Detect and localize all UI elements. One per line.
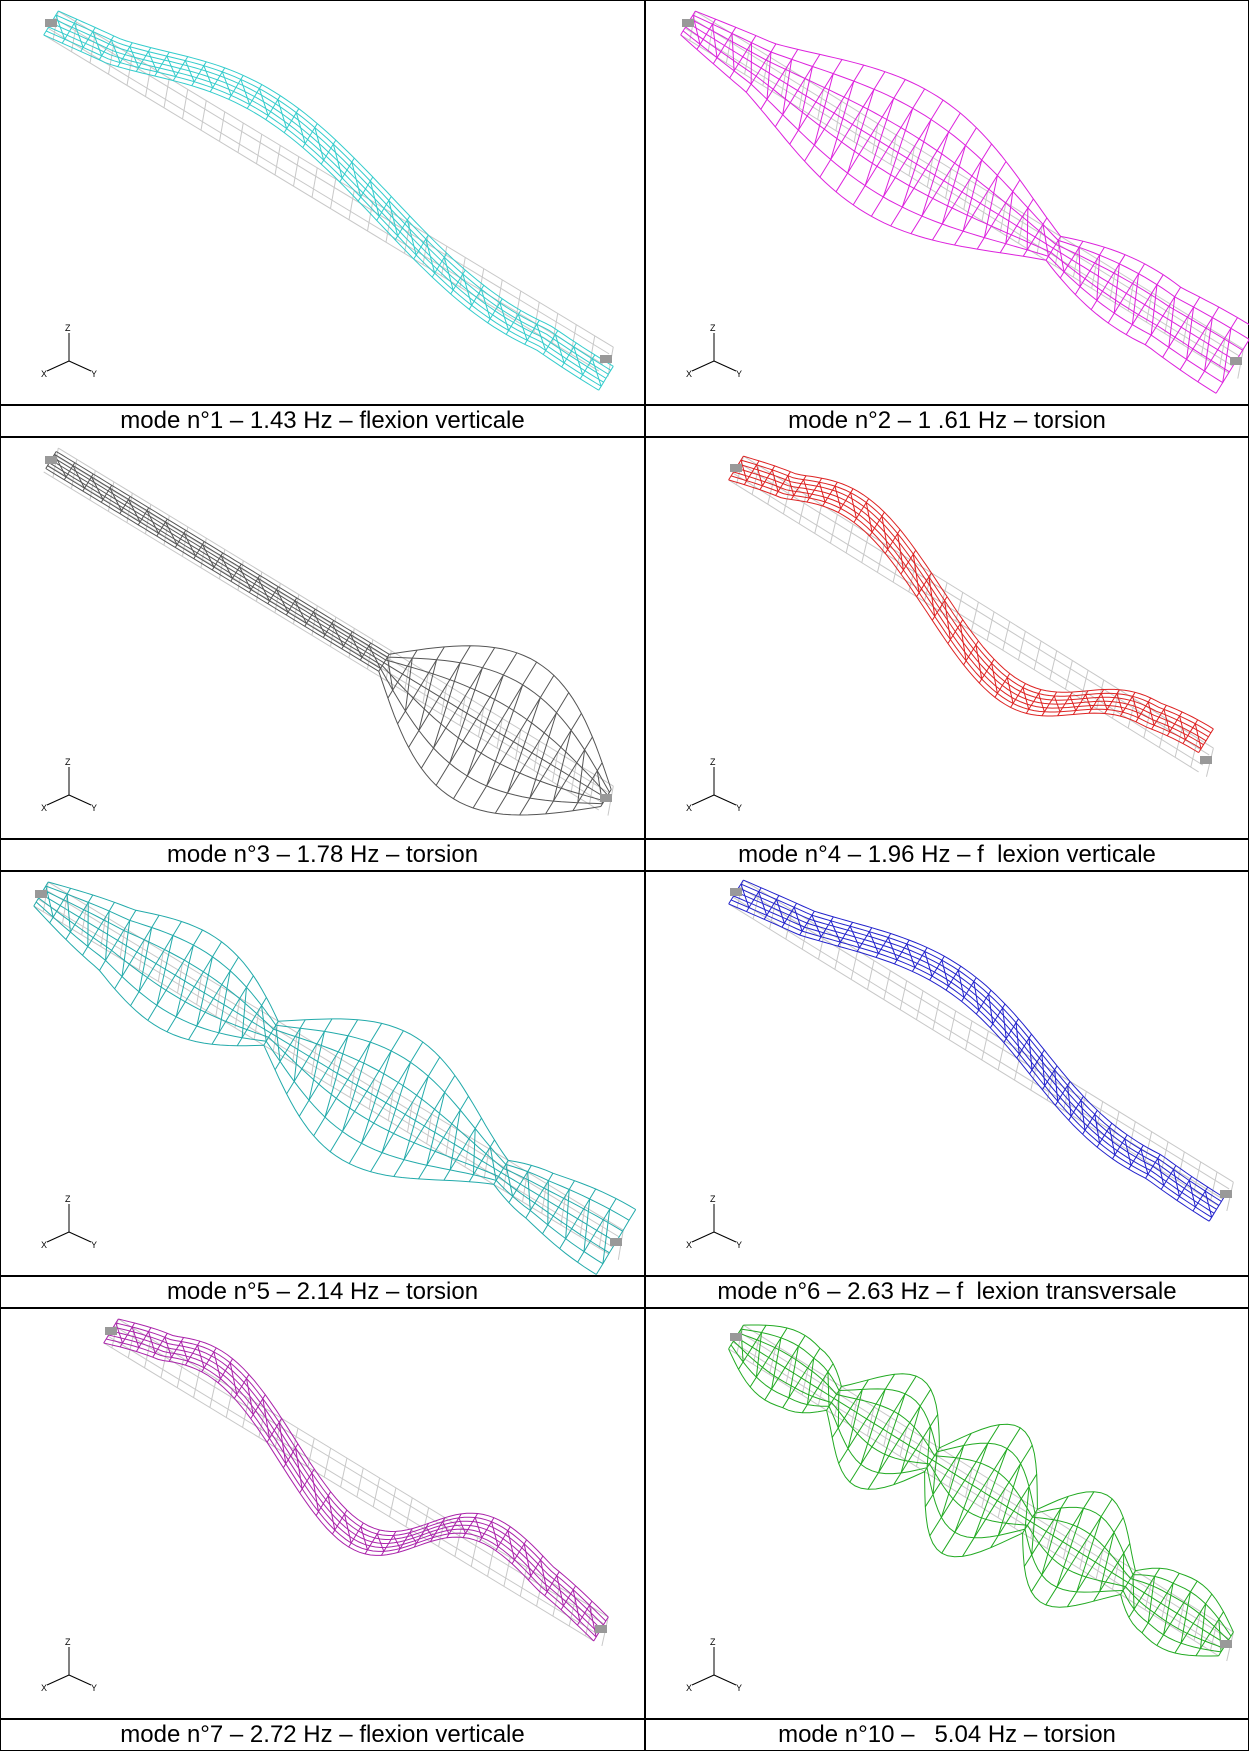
- support-markers: [35, 890, 622, 1246]
- axis-y-label: Y: [91, 369, 97, 379]
- axis-y-label: Y: [736, 1240, 742, 1250]
- axis-y-label: Y: [91, 1240, 97, 1250]
- deformed-mode-shape: [728, 1324, 1234, 1657]
- axis-x-label: X: [41, 369, 47, 379]
- mode-caption: mode n°5 – 2.14 Hz – torsion: [0, 1276, 645, 1308]
- mode-caption: mode n°6 – 2.63 Hz – f lexion transversa…: [645, 1276, 1249, 1308]
- mode-caption: mode n°2 – 1 .61 Hz – torsion: [645, 405, 1249, 437]
- deformed-mode-shape: [728, 879, 1225, 1222]
- axis-triad-icon: Z X Y: [686, 1637, 742, 1693]
- mode-shape-plot: Z X Y: [680, 10, 1249, 394]
- mode-panel: Z X Y: [0, 1308, 645, 1719]
- deformed-mode-shape: [728, 455, 1214, 754]
- undeformed-structure: [103, 1318, 609, 1647]
- axis-z-label: Z: [65, 323, 71, 333]
- axis-z-label: Z: [65, 1637, 71, 1647]
- axis-y-label: Y: [736, 803, 742, 813]
- support-markers: [45, 456, 612, 802]
- support-markers: [682, 19, 1242, 365]
- mode-shape-plot: Z X Y: [33, 881, 637, 1275]
- support-markers: [730, 1333, 1232, 1648]
- deformed-mode-shape: [45, 451, 612, 816]
- mode-shape-plot: Z X Y: [41, 10, 614, 391]
- mode-shape-plot: Z X Y: [686, 879, 1234, 1250]
- mode-shape-plot: Z X Y: [41, 447, 614, 816]
- support-markers: [45, 19, 612, 363]
- undeformed-structure: [728, 879, 1234, 1212]
- axis-y-label: Y: [91, 1683, 97, 1693]
- axis-x-label: X: [41, 1683, 47, 1693]
- axis-triad-icon: Z X Y: [41, 1194, 97, 1250]
- axis-triad-icon: Z X Y: [686, 1194, 742, 1250]
- mode-shape-plot: Z X Y: [686, 1324, 1234, 1693]
- mode-panel: Z X Y: [0, 871, 645, 1276]
- deformed-mode-shape: [103, 1318, 609, 1642]
- undeformed-structure: [43, 10, 614, 377]
- mode-panel: Z X Y: [645, 871, 1249, 1276]
- axis-z-label: Z: [710, 757, 716, 767]
- axis-y-label: Y: [91, 803, 97, 813]
- axis-x-label: X: [41, 803, 47, 813]
- axis-z-label: Z: [65, 1194, 71, 1204]
- axis-triad-icon: Z X Y: [686, 757, 742, 813]
- undeformed-structure: [680, 10, 1244, 379]
- deformed-mode-shape: [43, 10, 614, 391]
- axis-y-label: Y: [736, 1683, 742, 1693]
- mode-panel: Z X Y: [0, 0, 645, 405]
- support-markers: [105, 1327, 607, 1633]
- mode-caption: mode n°3 – 1.78 Hz – torsion: [0, 839, 645, 871]
- axis-z-label: Z: [710, 1637, 716, 1647]
- mode-caption: mode n°4 – 1.96 Hz – f lexion verticale: [645, 839, 1249, 871]
- mode-shape-plot: Z X Y: [41, 1318, 609, 1693]
- mode-panel: Z X Y: [0, 437, 645, 839]
- support-markers: [730, 888, 1232, 1198]
- axis-x-label: X: [686, 803, 692, 813]
- axis-triad-icon: Z X Y: [41, 757, 97, 813]
- undeformed-structure: [728, 455, 1214, 777]
- axis-z-label: Z: [710, 1194, 716, 1204]
- deformed-mode-shape: [680, 10, 1249, 394]
- mode-panel: Z X Y: [645, 0, 1249, 405]
- axis-triad-icon: Z X Y: [686, 323, 742, 379]
- axis-z-label: Z: [65, 757, 71, 767]
- axis-x-label: X: [686, 1240, 692, 1250]
- undeformed-structure: [728, 1324, 1234, 1662]
- axis-z-label: Z: [710, 323, 716, 333]
- mode-caption: mode n°7 – 2.72 Hz – flexion verticale: [0, 1719, 645, 1751]
- mode-shape-plot: Z X Y: [686, 455, 1214, 813]
- axis-x-label: X: [686, 1683, 692, 1693]
- axis-y-label: Y: [736, 369, 742, 379]
- deformed-mode-shape: [33, 881, 637, 1275]
- axis-triad-icon: Z X Y: [41, 323, 97, 379]
- mode-panel: Z X Y: [645, 437, 1249, 839]
- support-markers: [730, 464, 1212, 764]
- mode-panel: Z X Y: [645, 1308, 1249, 1719]
- axis-x-label: X: [686, 369, 692, 379]
- mode-caption: mode n°1 – 1.43 Hz – flexion verticale: [0, 405, 645, 437]
- axis-triad-icon: Z X Y: [41, 1637, 97, 1693]
- mode-caption: mode n°10 – 5.04 Hz – torsion: [645, 1719, 1249, 1751]
- axis-x-label: X: [41, 1240, 47, 1250]
